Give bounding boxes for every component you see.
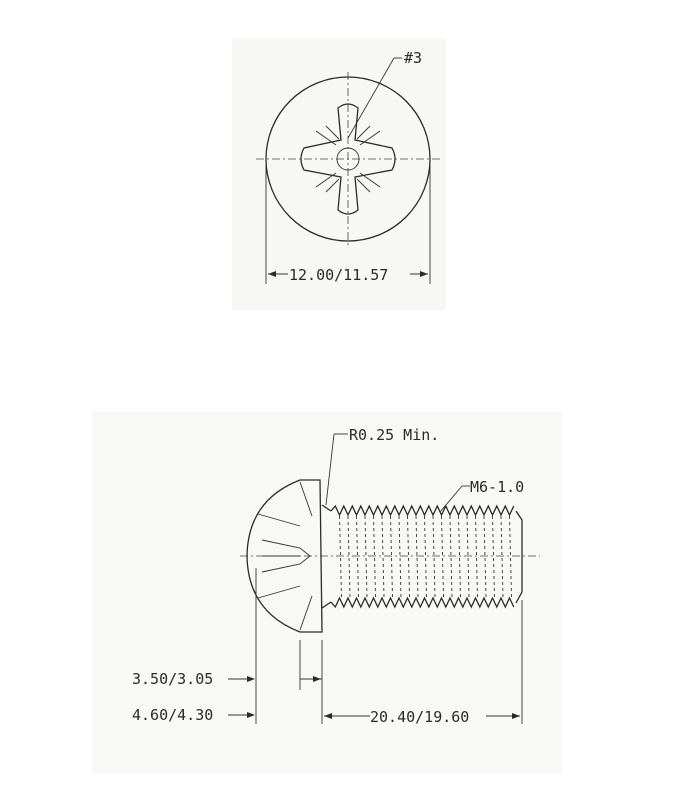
thread-root-line — [492, 515, 495, 598]
thread-root-line — [432, 515, 436, 598]
thread-root-line — [398, 515, 402, 598]
length-dimension-label: 20.40/19.60 — [370, 708, 469, 726]
thread-root-line — [500, 515, 504, 598]
thread-root-line — [381, 515, 385, 598]
thread-root-line — [449, 515, 453, 598]
side-view: R0.25 Min. M6-1.0 3.50/3.05 4.60/4.30 20… — [132, 426, 540, 726]
thread-root-line — [407, 515, 410, 598]
thread-spec-label: M6-1.0 — [470, 478, 524, 496]
thread-root-line — [347, 515, 351, 598]
thread-root-line — [364, 515, 368, 598]
thread-root-line — [441, 515, 444, 598]
radius-leader-line — [325, 433, 335, 506]
drive-size-label: #3 — [404, 49, 422, 67]
radius-label: R0.25 Min. — [349, 426, 439, 444]
head-total-label: 4.60/4.30 — [132, 706, 213, 724]
thread-root-line — [424, 515, 427, 598]
thread-root-line — [458, 515, 461, 598]
head-height-label: 3.50/3.05 — [132, 670, 213, 688]
thread-crest-top — [330, 504, 515, 517]
thread-root-line — [466, 515, 470, 598]
thread-crest-bottom — [330, 596, 515, 609]
thread-root-line — [373, 515, 376, 598]
drive-leader-line — [347, 57, 395, 139]
side-view-panel — [92, 412, 562, 774]
thread-root-lines — [339, 515, 512, 598]
thread-root-line — [356, 515, 359, 598]
pan-head — [246, 479, 323, 633]
thread-root-line — [339, 515, 342, 598]
head-recess-icon — [257, 481, 313, 631]
thread-root-line — [509, 515, 512, 598]
thread-leader-line — [439, 485, 463, 513]
thread-root-line — [475, 515, 478, 598]
pozidriv-recess-icon — [300, 103, 396, 215]
diameter-dimension-label: 12.00/11.57 — [289, 266, 388, 284]
thread-root-line — [483, 515, 487, 598]
thread-end-chamfer — [515, 510, 523, 604]
thread-root-line — [390, 515, 393, 598]
underhead-fillet — [321, 504, 332, 512]
thread-root-line — [415, 515, 419, 598]
top-view: #3 12.00/11.57 — [256, 49, 440, 284]
